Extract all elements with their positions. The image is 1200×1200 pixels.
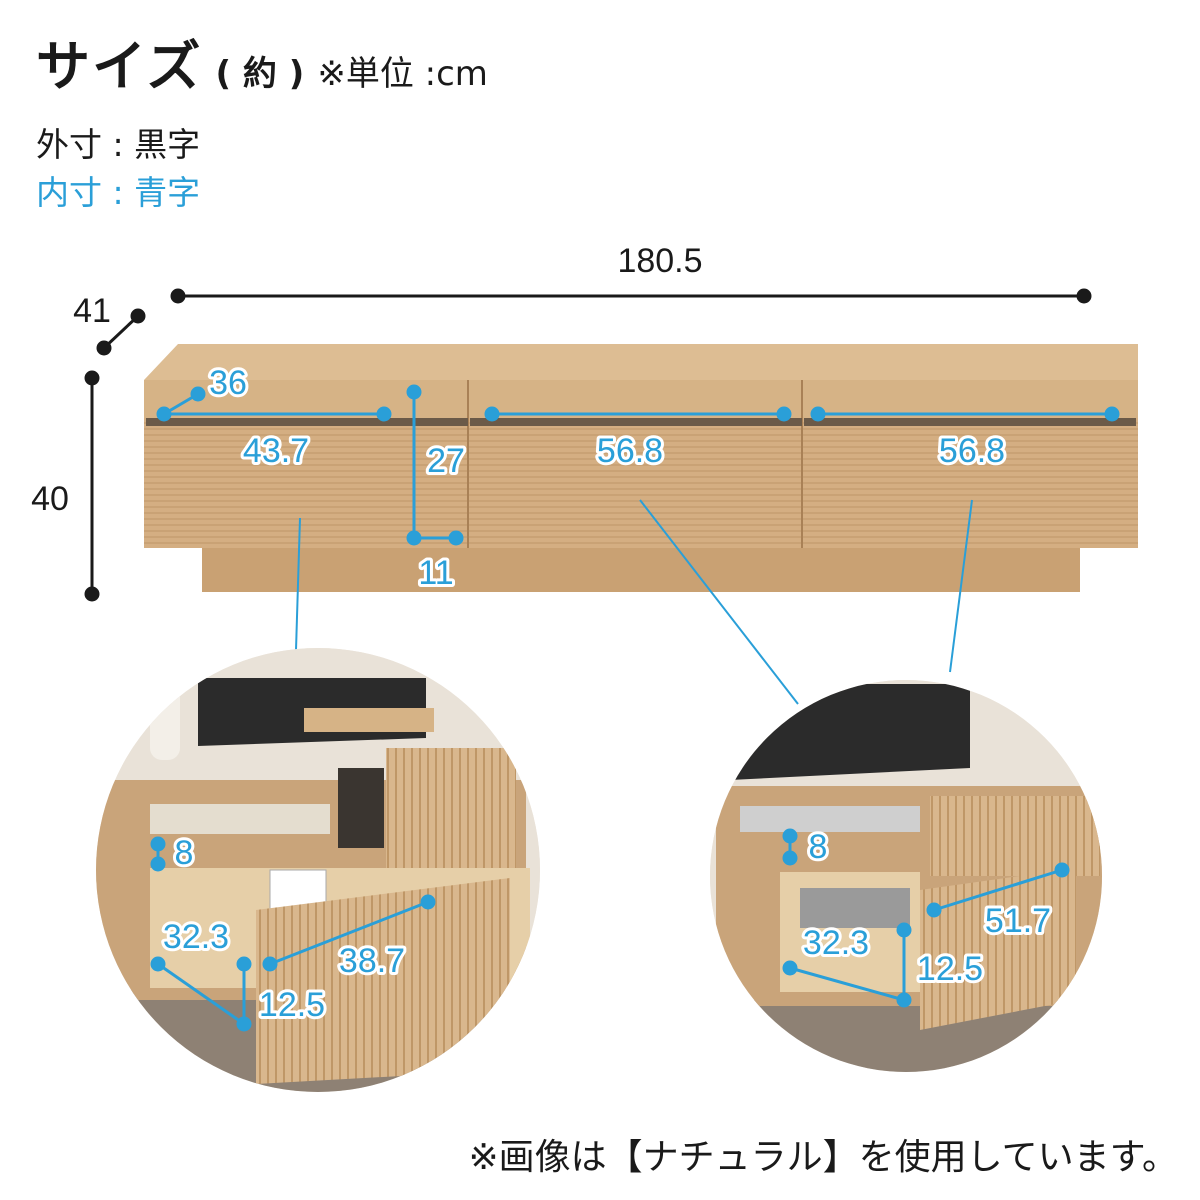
- right-drawer-width-label: 56.8: [939, 432, 1005, 470]
- legend-inner: 内寸 : 青字: [36, 173, 201, 212]
- av-device: [740, 806, 920, 832]
- depth-line: [102, 314, 140, 350]
- callout-line-left: [295, 517, 301, 651]
- depth-end-back: [130, 308, 146, 324]
- approx-label: ( 約 ): [215, 54, 305, 94]
- right-drawer-width-label: 51.7: [985, 902, 1051, 940]
- legend-outer: 外寸 : 黒字: [36, 125, 201, 164]
- shelf-height-label: 27: [427, 442, 465, 480]
- right-shelf-height-label: 8: [809, 828, 828, 866]
- center-drawer-width-label: 56.8: [597, 432, 663, 470]
- stored-discs: [800, 888, 910, 928]
- shelf-width-label: 11: [418, 554, 453, 592]
- height-label: 40: [31, 480, 69, 518]
- left-detail-dimensions: [150, 836, 436, 1032]
- books: [150, 804, 330, 834]
- tv-screen: [730, 684, 970, 780]
- height-end-bottom: [84, 586, 100, 602]
- board-plinth: [202, 548, 1080, 592]
- left-drawer-width-label: 38.7: [339, 942, 405, 980]
- left-drawer-depth-label: 32.3: [163, 918, 229, 956]
- right-detail-dimensions: [782, 828, 1070, 1008]
- depth-end-front: [96, 340, 112, 356]
- left-drawer-height-label: 12.5: [259, 986, 325, 1024]
- center-drawer-gap: [470, 418, 802, 426]
- page-title: サイズ: [36, 35, 203, 98]
- left-drawer-width-label: 43.7: [243, 432, 309, 470]
- tv-board-illustration: [144, 344, 1138, 592]
- outer-dimensions: [84, 288, 1092, 602]
- left-shelf-height-label: 8: [175, 834, 194, 872]
- depth-label: 41: [73, 292, 111, 330]
- vase: [150, 648, 180, 760]
- left-detail-drawer-front: [256, 878, 510, 1084]
- right-drawer-height-label: 12.5: [917, 950, 983, 988]
- board-top-rail: [144, 380, 1138, 418]
- left-detail-photo: [96, 648, 540, 1092]
- width-end-right: [1076, 288, 1092, 304]
- inner-dimensions: [156, 384, 1120, 705]
- right-detail-photo: [710, 680, 1102, 1072]
- callout-line-right: [949, 499, 973, 673]
- callout-line-center: [639, 499, 799, 705]
- right-drawer-gap: [804, 418, 1136, 426]
- rug: [710, 1000, 1102, 1072]
- unit-note: ※単位 :cm: [317, 54, 488, 94]
- right-drawer-depth-label: 32.3: [803, 924, 869, 962]
- height-end-top: [84, 370, 100, 386]
- left-drawer-gap: [146, 418, 468, 426]
- title-row: サイズ ( 約 ) ※単位 :cm: [36, 22, 488, 101]
- drawer-depth-label: 36: [209, 364, 247, 402]
- right-detail-drawer-front: [920, 868, 1076, 1030]
- width-end-left: [170, 288, 186, 304]
- image-note: ※画像は【ナチュラル】を使用しています。: [468, 1137, 1178, 1178]
- board-top-surface: [144, 344, 1138, 380]
- width-label: 180.5: [617, 242, 702, 280]
